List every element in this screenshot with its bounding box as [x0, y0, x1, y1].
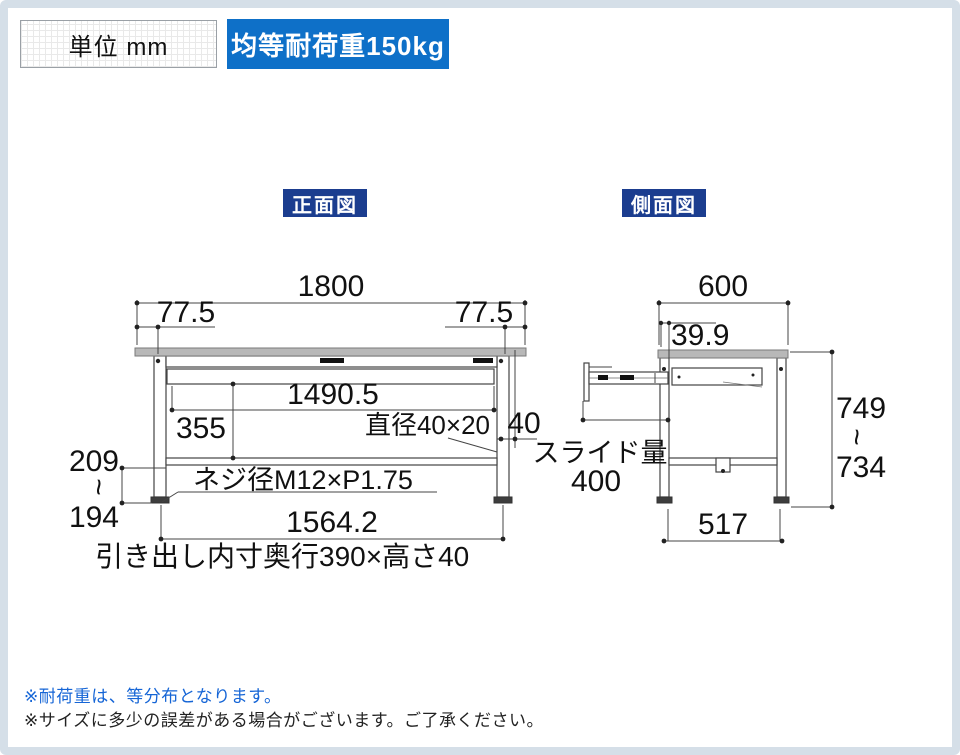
side-view-title: 側面図: [622, 189, 706, 217]
spec-sheet: 単位 mm 均等耐荷重150kg 正面図 側面図: [8, 8, 952, 747]
side-drawer-box: [671, 367, 763, 386]
front-label-screw-spec: ネジ径M12×P1.75: [161, 465, 437, 503]
side-right-leg: [776, 357, 787, 498]
front-label-leg-pipe: 直径40×20: [365, 410, 498, 453]
front-dim-inner-width: 1490.5: [169, 378, 497, 413]
front-dim-leg-span: 1564.2: [158, 505, 506, 542]
svg-text:1490.5: 1490.5: [287, 378, 379, 411]
range-tilde: ~: [840, 428, 873, 446]
front-drawer-front: [166, 368, 495, 385]
front-dim-under-clearance: 355: [176, 381, 236, 461]
load-capacity-badge: 均等耐荷重150kg: [227, 19, 449, 69]
front-tabletop: [134, 347, 527, 357]
svg-text:209: 209: [69, 445, 119, 478]
drawer-latch-right: [473, 358, 493, 363]
svg-text:194: 194: [69, 501, 119, 534]
front-view-title: 正面図: [283, 189, 367, 217]
rail-mark: [598, 375, 608, 380]
svg-text:40: 40: [507, 407, 540, 440]
svg-text:734: 734: [836, 451, 886, 484]
screw-dot: [779, 367, 783, 371]
svg-text:400: 400: [571, 465, 621, 498]
side-dim-slide-amount: スライド量 400: [533, 401, 671, 498]
front-dim-width-total: 1800: [134, 270, 528, 345]
side-left-foot: [656, 496, 673, 504]
front-left-leg: [153, 355, 167, 498]
drawer-latch-left: [320, 358, 344, 363]
screw-dot: [155, 358, 161, 364]
svg-text:1800: 1800: [298, 270, 365, 303]
front-dim-apron-height: 40: [497, 350, 541, 448]
unit-label: 単位 mm: [68, 33, 169, 61]
slide-end-bracket: [583, 362, 590, 402]
side-view-drawing: [583, 349, 790, 504]
screw-dot: [498, 358, 504, 364]
svg-text:1564.2: 1564.2: [286, 506, 378, 539]
svg-text:ネジ径M12×P1.75: ネジ径M12×P1.75: [193, 465, 413, 495]
svg-text:スライド量: スライド量: [533, 438, 668, 468]
front-left-foot: [150, 496, 170, 504]
load-capacity-label: 均等耐荷重150kg: [231, 30, 445, 61]
unit-box: 単位 mm: [20, 20, 217, 68]
side-dim-leg-span: 517: [661, 508, 785, 544]
svg-text:600: 600: [698, 270, 748, 303]
side-dim-height-range: 749 ~ 734: [790, 349, 886, 510]
dimension-diagram: 1800 77.5 77.5 1490.5: [69, 270, 886, 572]
front-dim-overhang-right: 77.5: [445, 296, 528, 354]
front-dim-overhang-left: 77.5: [134, 296, 215, 354]
svg-text:77.5: 77.5: [157, 296, 215, 329]
svg-text:39.9: 39.9: [671, 319, 729, 352]
svg-text:直径40×20: 直径40×20: [365, 410, 490, 440]
range-tilde: ~: [82, 478, 115, 496]
svg-text:355: 355: [176, 412, 226, 445]
side-dim-depth-total: 600: [656, 270, 791, 345]
size-tolerance-note: ※サイズに多少の誤差がある場合がございます。ご了承ください。: [24, 711, 545, 730]
front-right-foot: [493, 496, 513, 504]
side-right-foot: [773, 496, 790, 504]
front-dim-foot-range: 209 ~ 194: [69, 445, 166, 534]
svg-text:517: 517: [698, 508, 748, 541]
side-tabletop: [657, 349, 789, 359]
front-view-drawing: [134, 347, 527, 504]
svg-text:77.5: 77.5: [455, 296, 513, 329]
drawer-inner-note: 引き出し内寸奥行390×高さ40: [95, 541, 469, 572]
rail-mark: [620, 375, 634, 380]
front-crossbar: [165, 457, 498, 466]
svg-text:749: 749: [836, 392, 886, 425]
load-distribution-note: ※耐荷重は、等分布となります。: [24, 687, 282, 706]
side-dim-top-offset: 39.9: [658, 319, 729, 363]
screw-dot: [662, 367, 666, 371]
